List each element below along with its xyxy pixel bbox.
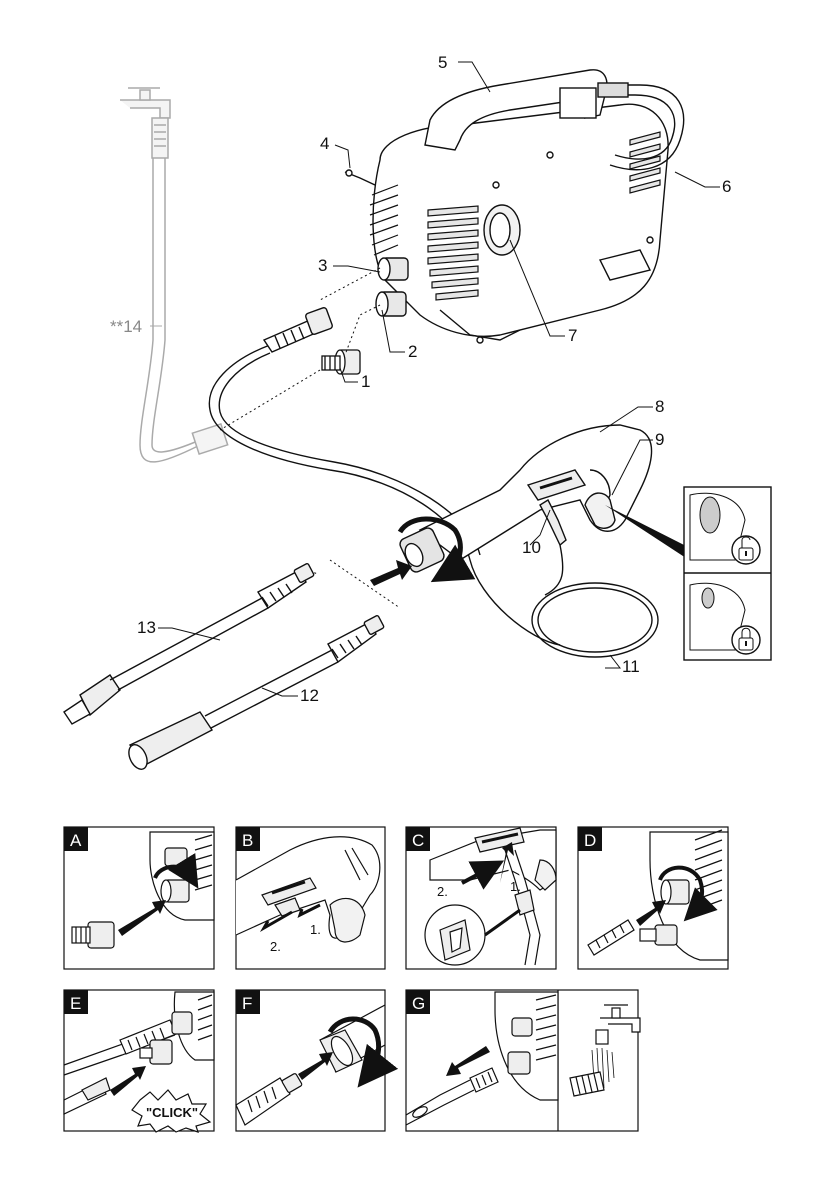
callout-13: 13 xyxy=(137,618,156,637)
callout-9: 9 xyxy=(655,430,664,449)
panel-a-letter: A xyxy=(70,831,82,850)
callout-14: **14 xyxy=(110,317,142,336)
panel-g: G xyxy=(406,990,640,1131)
panel-f-letter: F xyxy=(242,994,252,1013)
pressure-washer-unit xyxy=(345,70,684,343)
callout-6: 6 xyxy=(722,177,731,196)
panel-d-letter: D xyxy=(584,831,596,850)
callout-2: 2 xyxy=(408,342,417,361)
lock-closed-icon xyxy=(732,626,760,654)
callout-3: 3 xyxy=(318,256,327,275)
callout-1: 1 xyxy=(361,372,370,391)
garden-hose-gray xyxy=(120,88,228,462)
callout-12: 12 xyxy=(300,686,319,705)
callout-7: 7 xyxy=(568,326,577,345)
panel-e: E "CLICK" xyxy=(64,990,214,1132)
panel-c-step2: 2. xyxy=(437,884,448,899)
lock-open-icon xyxy=(732,536,760,564)
panel-f: F xyxy=(236,990,385,1131)
click-text: "CLICK" xyxy=(146,1105,198,1120)
panel-d: D xyxy=(578,827,728,969)
spray-lance-12 xyxy=(125,615,384,772)
push-arrow-icon xyxy=(370,560,412,586)
spray-lance-13 xyxy=(64,563,314,724)
panel-b-letter: B xyxy=(242,831,253,850)
panel-a: A xyxy=(64,827,214,969)
panel-c: C 1. 2. xyxy=(406,827,556,969)
callout-5: 5 xyxy=(438,53,447,72)
lock-inset xyxy=(605,487,771,660)
hose-coil xyxy=(532,545,658,657)
panel-e-letter: E xyxy=(70,994,81,1013)
panel-c-letter: C xyxy=(412,831,424,850)
panel-g-letter: G xyxy=(412,994,425,1013)
panel-b: B 1. 2. xyxy=(236,827,385,969)
callout-4: 4 xyxy=(320,134,329,153)
callout-10: 10 xyxy=(522,538,541,557)
callout-11: 11 xyxy=(622,657,640,676)
callout-8: 8 xyxy=(655,397,664,416)
panel-c-step1: 1. xyxy=(510,879,521,894)
panel-b-step2: 2. xyxy=(270,939,281,954)
high-pressure-outlet xyxy=(378,258,408,280)
water-inlet xyxy=(376,292,406,316)
panel-b-step1: 1. xyxy=(310,922,321,937)
